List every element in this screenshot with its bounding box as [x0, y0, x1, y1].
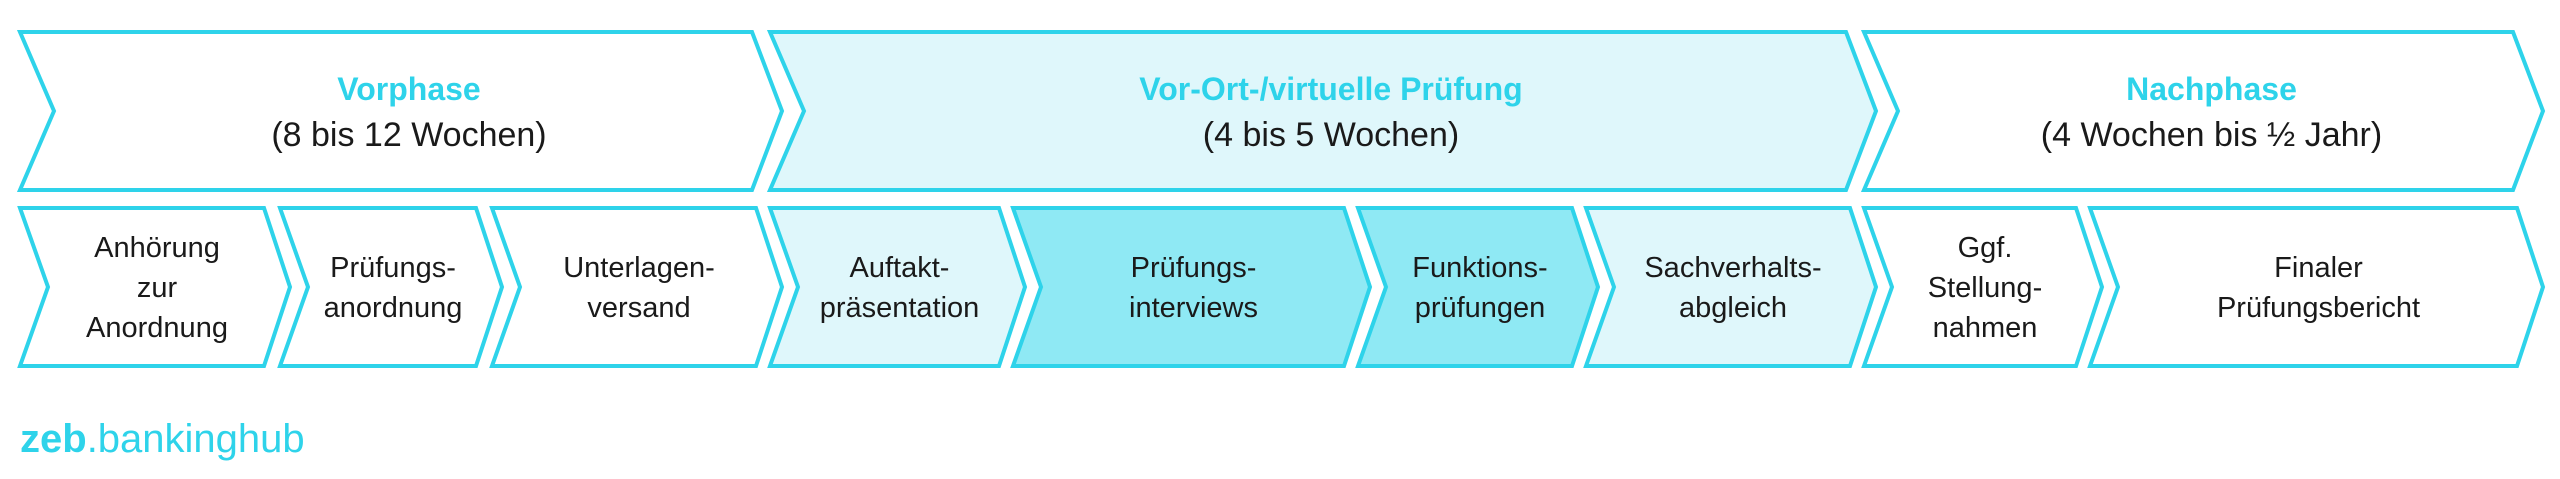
step-label-line: Anordnung: [86, 312, 228, 344]
phase-3: Nachphase (4 Wochen bis ½ Jahr): [1860, 30, 2546, 192]
step-label-line: Finaler: [2274, 252, 2363, 284]
step-4: Auftakt-präsentation: [767, 206, 1028, 368]
step-label-line: Funktions-: [1412, 252, 1547, 284]
step-chevron: [1583, 206, 1879, 368]
step-label-line: präsentation: [820, 292, 980, 324]
step-label-line: prüfungen: [1415, 292, 1546, 324]
step-chevron: [2087, 206, 2546, 368]
step-label-line: Prüfungs-: [1131, 252, 1257, 284]
step-chevron: [1010, 206, 1373, 368]
step-chevron: [17, 206, 293, 368]
step-label-line: Anhörung: [94, 232, 220, 264]
phase-title: Vor-Ort-/virtuelle Prüfung: [1139, 71, 1522, 107]
step-7: Sachverhalts-abgleich: [1583, 206, 1879, 368]
step-5: Prüfungs-interviews: [1010, 206, 1373, 368]
step-label-line: Unterlagen-: [563, 252, 715, 284]
step-row: AnhörungzurAnordnungPrüfungs-anordnungUn…: [17, 206, 2546, 368]
step-chevron: [277, 206, 505, 368]
svg-text:zeb.bankinghub: zeb.bankinghub: [20, 417, 305, 461]
step-3: Unterlagen-versand: [489, 206, 785, 368]
phase-duration: (4 Wochen bis ½ Jahr): [2041, 116, 2382, 154]
logo-product: .bankinghub: [87, 417, 305, 461]
zeb-bankinghub-logo: zeb.bankinghub: [20, 417, 305, 461]
step-label-line: Auftakt-: [850, 252, 950, 284]
phase-chevron: [16, 30, 785, 192]
phase-chevron: [766, 30, 1879, 192]
step-2: Prüfungs-anordnung: [277, 206, 505, 368]
phase-1: Vorphase (8 bis 12 Wochen): [16, 30, 785, 192]
phase-duration: (8 bis 12 Wochen): [271, 116, 546, 154]
logo-brand: zeb: [20, 417, 87, 461]
step-label-line: Ggf.: [1958, 232, 2013, 264]
phase-title: Vorphase: [337, 71, 480, 107]
step-6: Funktions-prüfungen: [1355, 206, 1601, 368]
step-label-line: nahmen: [1933, 312, 2038, 344]
step-label-line: versand: [587, 292, 690, 324]
phase-duration: (4 bis 5 Wochen): [1203, 116, 1459, 154]
step-chevron: [489, 206, 785, 368]
step-label-line: abgleich: [1679, 292, 1787, 324]
step-label-line: Stellung-: [1928, 272, 2042, 304]
phase-row: Vorphase (8 bis 12 Wochen) Vor-Ort-/virtue…: [16, 30, 2546, 192]
step-chevron: [1355, 206, 1601, 368]
step-label-line: Prüfungsbericht: [2217, 292, 2420, 324]
phase-chevron: [1860, 30, 2546, 192]
phase-2: Vor-Ort-/virtuelle Prüfung (4 bis 5 Woche…: [766, 30, 1879, 192]
phase-title: Nachphase: [2126, 71, 2297, 107]
step-label-line: Sachverhalts-: [1644, 252, 1821, 284]
step-label-line: Prüfungs-: [330, 252, 456, 284]
step-chevron: [767, 206, 1028, 368]
step-label-line: interviews: [1129, 292, 1258, 324]
step-chevron: [1861, 206, 2105, 368]
step-label-line: zur: [137, 272, 178, 304]
step-label-line: anordnung: [324, 292, 463, 324]
step-8: Ggf. Stellung-nahmen: [1861, 206, 2105, 368]
